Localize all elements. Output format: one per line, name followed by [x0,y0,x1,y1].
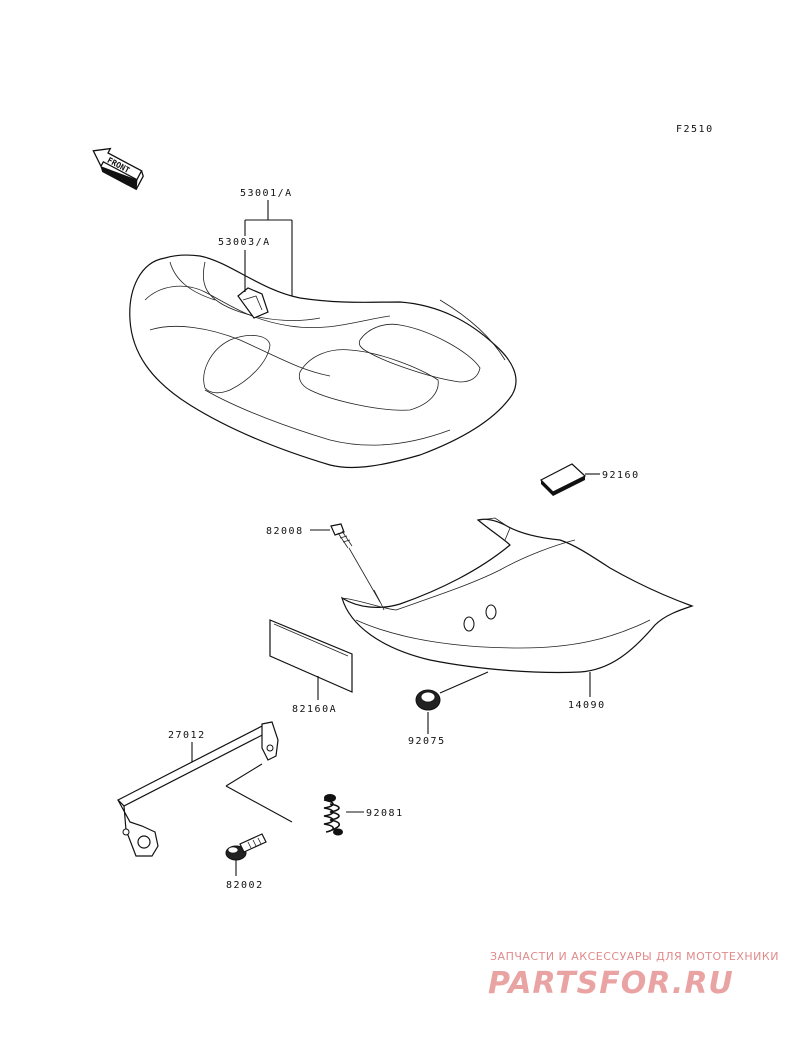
seat-53001 [129,254,517,469]
watermark-tagline: ЗАПЧАСТИ И АКСЕССУАРЫ ДЛЯ МОТОТЕХНИКИ [490,950,779,963]
label-82008: 82008 [266,526,304,537]
diagram-code: F2510 [676,124,714,135]
label-92160: 92160 [602,470,640,481]
label-92081: 92081 [366,808,404,819]
label-82002: 82002 [226,880,264,891]
label-82160A: 82160A [292,704,337,715]
grommet-92075 [415,689,441,711]
spring-92081 [323,794,343,836]
label-92075: 92075 [408,736,446,747]
screw-82008 [330,523,353,549]
bracket-27012 [116,721,279,857]
pad-92160 [539,463,587,496]
front-arrow-icon: FRONT [92,147,144,191]
plate-82160A [269,619,353,693]
label-27012: 27012 [168,730,206,741]
bolt-82002 [225,833,267,861]
label-53003: 53003/A [218,237,271,248]
label-53001: 53001/A [240,188,293,199]
tail-cover-14090 [340,517,694,674]
label-14090: 14090 [568,700,606,711]
watermark-logo: PARTSFOR.RU [488,966,734,1001]
